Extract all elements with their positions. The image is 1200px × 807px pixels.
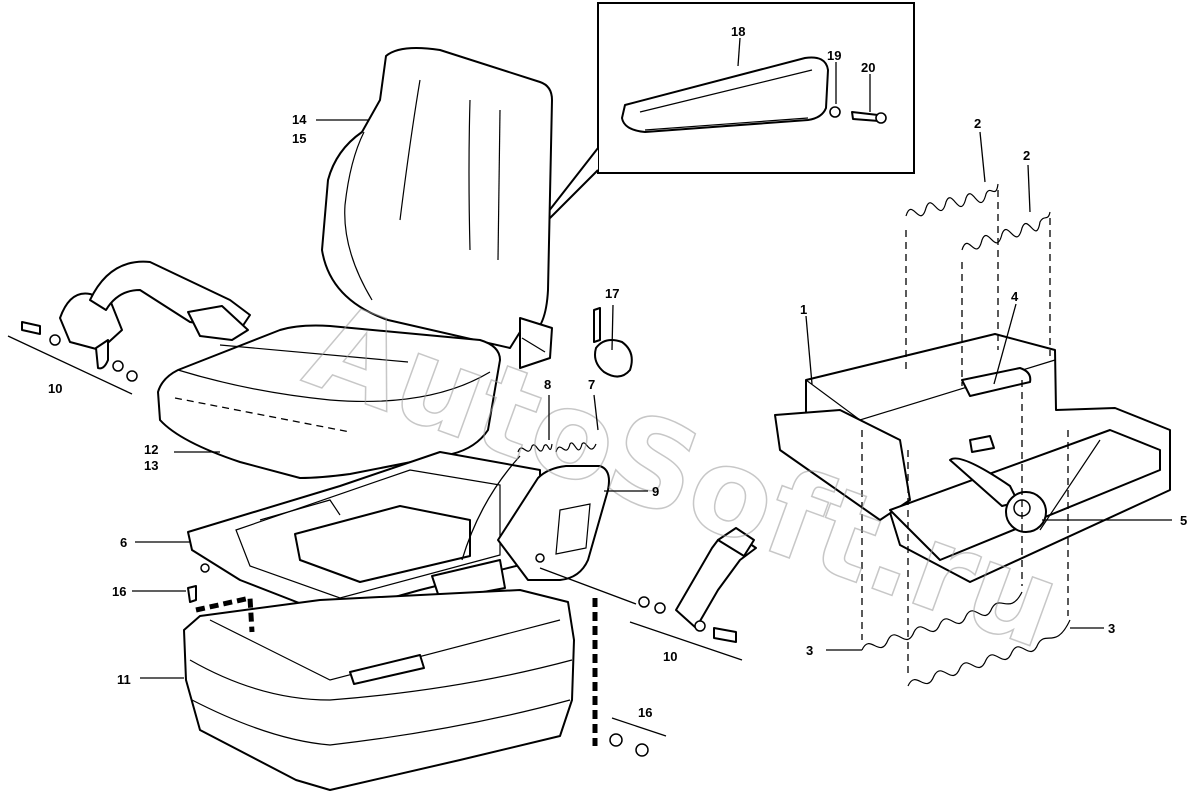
seat-belt-left [7,260,251,395]
callout-3-right: 3 [1108,621,1115,636]
callout-16-right: 16 [638,705,652,720]
callout-10-left: 10 [48,381,62,396]
callout-6: 6 [120,535,127,550]
clips-16 [187,585,667,757]
seat-belt-right [539,527,757,661]
spring-guide-lines [861,190,1069,676]
dashed-guide-left [195,594,255,633]
adjuster-springs [461,442,597,561]
callout-3-left: 3 [806,643,813,658]
springs-2 [905,183,1051,251]
callout-4: 4 [1011,289,1019,304]
armrest [497,465,610,581]
backrest [321,47,553,369]
callout-1: 1 [800,302,807,317]
callout-14: 14 [292,112,307,127]
callout-12: 12 [144,442,158,457]
callout-10-right: 10 [663,649,677,664]
callout-2a: 2 [974,116,981,131]
seat-frame [187,451,541,625]
callout-19: 19 [827,48,841,63]
callout-20: 20 [861,60,875,75]
callout-17: 17 [605,286,619,301]
armrest-detail-inset [597,2,915,174]
callout-13: 13 [144,458,158,473]
callout-16-left: 16 [112,584,126,599]
callout-18: 18 [731,24,745,39]
springs-3 [861,591,1071,687]
callout-9: 9 [652,484,659,499]
callout-7: 7 [588,377,595,392]
callout-8: 8 [544,377,551,392]
callout-11: 11 [117,672,131,687]
callout-2b: 2 [1023,148,1030,163]
callout-15: 15 [292,131,306,146]
seat-cushion [157,324,501,479]
callout-5: 5 [1180,513,1187,528]
leader-lines [132,37,1172,679]
callout-numbers: 14 15 12 13 6 16 11 10 10 16 17 8 7 9 18… [48,24,1187,720]
bellows-base [183,589,575,791]
